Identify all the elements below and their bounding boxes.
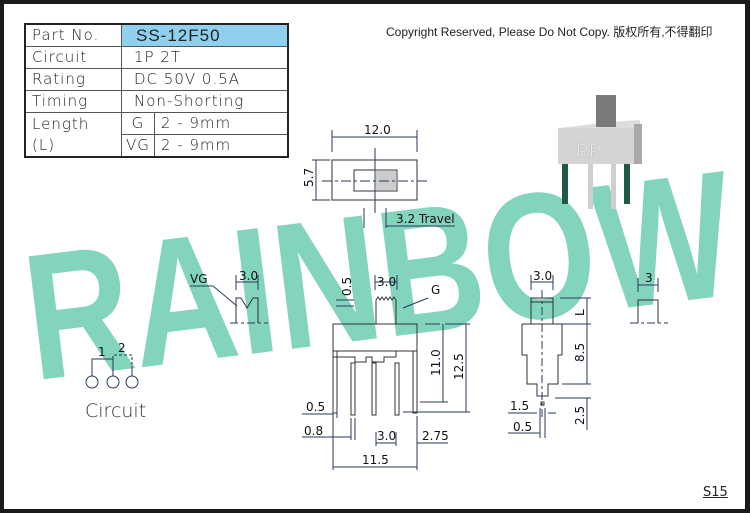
svg-text:RP: RP	[576, 141, 601, 161]
dim-actuator-width: 3.0	[377, 275, 396, 289]
dim-pin-pitch: 3.0	[377, 429, 396, 443]
part-no-label: Part No.	[24, 23, 122, 47]
length-vg-value: 2 - 9mm	[153, 134, 289, 158]
dim-side-pin-width: 1.5	[510, 399, 529, 413]
dim-length-l: L	[573, 309, 587, 316]
dim-side-body: 8.5	[573, 343, 587, 362]
spec-row-part-no: Part No. SS-12F50	[24, 23, 289, 47]
spec-row: Rating DC 50V 0.5A	[24, 68, 289, 91]
spec-value: 1P 2T	[120, 46, 289, 69]
dim-side-pin-thickness: 0.5	[513, 420, 532, 434]
dim-travel: 3.2 Travel	[396, 212, 455, 226]
spec-row-length-g: Length (L) G 2 - 9mm	[24, 112, 289, 158]
spec-row: Circuit 1P 2T	[24, 46, 289, 69]
product-photo: RP	[558, 95, 642, 209]
dim-top-width: 12.0	[364, 123, 391, 137]
dim-edge-offset: 2.75	[422, 429, 449, 443]
spec-row-length-vg: VG 2 - 9mm	[25, 134, 289, 158]
g-label: G	[431, 283, 440, 297]
dim-pin-thickness: 0.5	[306, 400, 325, 414]
length-g-value: 2 - 9mm	[153, 112, 289, 135]
circuit-pin2: 2	[118, 341, 126, 355]
length-label: Length (L)	[24, 112, 122, 158]
dim-pin-width: 0.8	[304, 424, 323, 438]
spec-value: DC 50V 0.5A	[120, 68, 289, 91]
circuit-label: Circuit	[85, 400, 147, 422]
spec-label: Circuit	[24, 46, 122, 69]
dim-total-height: 12.5	[452, 353, 466, 380]
dim-overall-width: 11.5	[362, 453, 389, 467]
copyright-notice: Copyright Reserved, Please Do Not Copy. …	[386, 25, 713, 39]
vg-label: VG	[190, 272, 208, 286]
length-vg-label: VG	[121, 134, 155, 158]
spec-label: Rating	[24, 68, 122, 91]
spec-value: Non-Shorting	[120, 90, 289, 113]
dim-top-height: 5.7	[302, 168, 316, 187]
spec-label: Timing	[24, 90, 122, 113]
dim-vg-width: 3.0	[239, 269, 258, 283]
spec-table: Part No. SS-12F50 Circuit 1P 2T Rating D…	[24, 23, 289, 158]
dim-actuator-gap: 0.5	[340, 277, 354, 296]
spec-row: Timing Non-Shorting	[24, 90, 289, 113]
dim-body-height: 11.0	[429, 349, 443, 376]
length-g-label: G	[121, 112, 155, 135]
dim-g-detail: 3	[645, 271, 653, 285]
sheet-number: S15	[703, 485, 728, 500]
dim-side-actuator: 3.0	[533, 269, 552, 283]
dim-side-pin-length: 2.5	[573, 406, 587, 425]
part-no-value: SS-12F50	[120, 23, 289, 47]
circuit-pin1: 1	[98, 345, 106, 359]
